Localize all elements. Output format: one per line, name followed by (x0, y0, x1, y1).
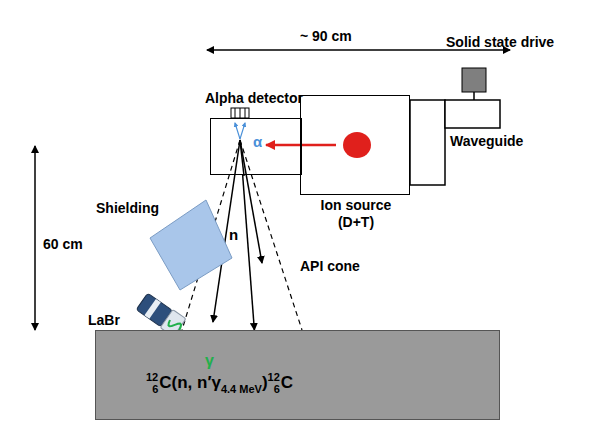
mass-number: 12 (146, 371, 158, 383)
dimension-label: ~ 90 cm (300, 28, 352, 44)
node-heading: Ion source (D+T) (311, 197, 401, 231)
particle-label: n (229, 226, 238, 243)
ion-source-box: Ion source (D+T) (300, 95, 410, 195)
reaction-formula: 126C(n, n′γ4.4 MeV)126C (146, 371, 293, 395)
isotope-numbers: 126 (268, 371, 280, 395)
part-label: Waveguide (450, 133, 523, 149)
target-block: 126C(n, n′γ4.4 MeV)126C (95, 330, 500, 420)
alpha-symbol: α (253, 133, 262, 150)
gamma-label: γ (205, 352, 214, 370)
part-label: API cone (300, 258, 360, 274)
reaction-text: ) (262, 373, 268, 393)
part-label: Shielding (96, 200, 159, 216)
dimension-label: 60 cm (43, 236, 83, 252)
atomic-number: 6 (152, 383, 158, 395)
isotope-numbers: 126 (146, 371, 158, 395)
part-label: LaBr (88, 312, 120, 328)
element-symbol: C (281, 373, 293, 393)
node-heading: Alpha detector (205, 90, 303, 106)
gamma-energy: 4.4 MeV (221, 383, 262, 395)
neutron-arrow (243, 175, 255, 330)
part-label: Solid state drive (446, 34, 554, 50)
atomic-number: 6 (274, 383, 280, 395)
reaction-text: C(n, n′γ (159, 373, 221, 393)
mass-number: 12 (268, 371, 280, 383)
alpha-tube: Alpha detectorα (210, 118, 302, 175)
